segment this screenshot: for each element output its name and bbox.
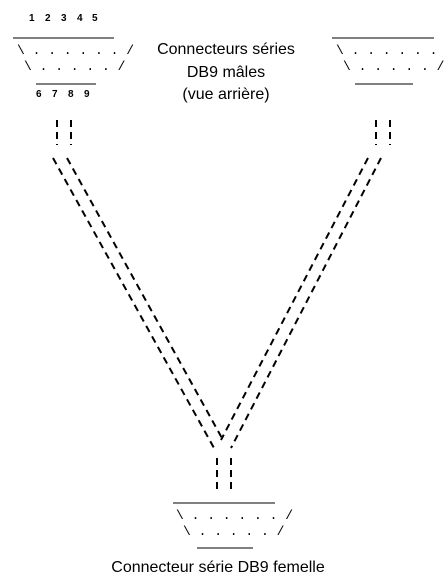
connector-row-pins: \ . . . . . . /: [176, 508, 293, 523]
male-connector-left: \ . . . . . . / \ . . . . . /: [13, 37, 134, 85]
title-line-1: Connecteurs séries: [157, 41, 295, 58]
title-line-3: (vue arrière): [182, 86, 269, 103]
pin-label-8: 8: [68, 89, 74, 100]
bottom-caption: Connecteur série DB9 femelle: [111, 559, 325, 576]
connector-row-pins: \ . . . . . . /: [336, 43, 445, 58]
pin-label-7: 7: [52, 89, 58, 100]
pin-label-1: 1: [29, 13, 35, 24]
cable-left: [52, 120, 224, 449]
male-connector-right: \ . . . . . . / \ . . . . . /: [332, 37, 445, 85]
cable-wire: [230, 157, 382, 449]
cable-right: [220, 120, 391, 449]
connector-row-pins: \ . . . . . /: [343, 59, 445, 74]
pin-label-2: 2: [45, 13, 51, 24]
cable-merged: [216, 458, 232, 492]
connector-row-pins: \ . . . . . /: [24, 59, 126, 74]
female-connector: \ . . . . . . / \ . . . . . /: [173, 502, 293, 549]
title-line-2: DB9 mâles: [187, 64, 265, 81]
pin-label-3: 3: [61, 13, 67, 24]
connector-row-pins: \ . . . . . /: [183, 524, 285, 539]
pin-numbers-bottom: 6 7 8 9: [36, 89, 90, 100]
pin-label-9: 9: [84, 89, 90, 100]
connector-row-pins: \ . . . . . . /: [17, 43, 134, 58]
pin-label-6: 6: [36, 89, 42, 100]
cable-wire: [66, 157, 224, 441]
title-block: Connecteurs séries DB9 mâles (vue arrièr…: [157, 41, 295, 103]
pin-numbers-top: 1 2 3 4 5: [29, 13, 98, 24]
pin-label-4: 4: [77, 13, 83, 24]
pin-label-5: 5: [92, 13, 98, 24]
cable-wire: [220, 157, 369, 441]
cable-wire: [52, 157, 215, 449]
